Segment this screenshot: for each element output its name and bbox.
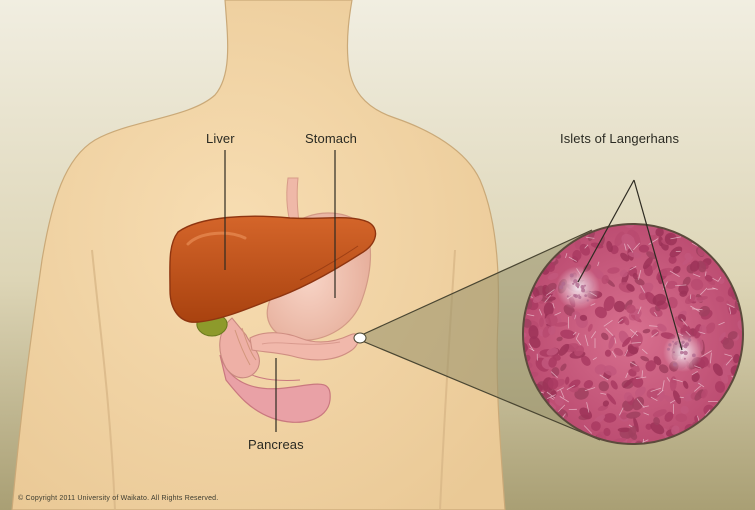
islet-cell <box>573 279 577 283</box>
islets-label: Islets of Langerhans <box>560 131 679 146</box>
islet-cell <box>667 348 670 351</box>
islet-cell <box>581 288 585 292</box>
islet-cell <box>684 358 686 360</box>
islet-cell <box>683 351 687 355</box>
islet-cell <box>574 294 578 298</box>
islet-cell <box>561 282 565 286</box>
islet-cell <box>692 354 696 358</box>
tissue-cell <box>639 245 649 253</box>
islet-cell <box>587 299 589 301</box>
islet-cell <box>685 342 689 346</box>
islet-cell <box>584 294 587 297</box>
zoom-origin-marker <box>354 333 366 343</box>
islet-cell <box>675 342 678 345</box>
islet-cell <box>681 341 684 344</box>
islet-cell <box>578 294 580 296</box>
copyright-notice: © Copyright 2011 University of Waikato. … <box>18 495 218 502</box>
islet-cell <box>672 341 674 343</box>
islet-cell <box>570 273 574 277</box>
islet-cell <box>572 283 574 285</box>
islet-cell <box>578 296 581 299</box>
stomach-label: Stomach <box>305 131 357 146</box>
islet-cell <box>673 363 677 367</box>
tissue-cell <box>680 406 688 414</box>
islet-cell <box>589 291 591 293</box>
tissue-membrane <box>690 294 691 299</box>
islet-cell <box>581 285 585 289</box>
tissue-cell <box>618 428 631 433</box>
islet-cell <box>577 286 579 288</box>
islet-cell <box>668 343 671 346</box>
liver-label: Liver <box>206 131 235 146</box>
islet-cell <box>673 351 675 353</box>
islet-cell <box>688 338 691 341</box>
pancreas-label: Pancreas <box>248 437 304 452</box>
islet-cell <box>567 295 569 297</box>
islet-cell <box>559 285 563 289</box>
islet-cell <box>680 351 683 354</box>
